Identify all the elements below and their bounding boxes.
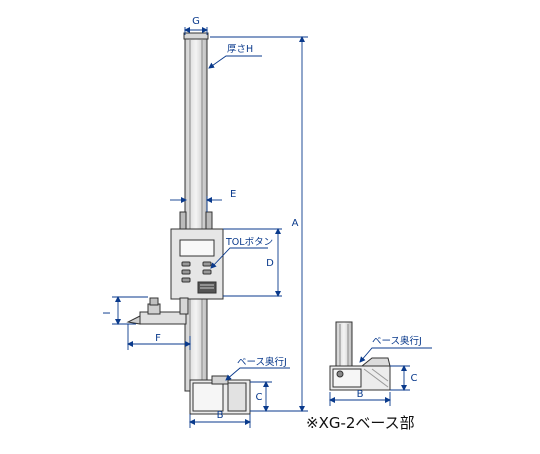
xg2-base-detail	[329, 321, 391, 391]
main-dimensions	[112, 27, 308, 428]
label-d: D	[266, 258, 274, 269]
scriber-arm	[139, 311, 187, 325]
button	[181, 261, 191, 267]
label-g: G	[192, 16, 200, 27]
label-a: A	[292, 218, 299, 229]
label-e: E	[230, 189, 236, 200]
label-c-detail: C	[411, 373, 418, 384]
beam-top-cap	[183, 32, 209, 40]
label-tol-button: TOLボタン	[225, 237, 273, 248]
vertical-beam	[184, 36, 208, 392]
detail-dimensions	[329, 347, 432, 406]
xg2-base-note: ※XG-2ベース部	[306, 414, 415, 432]
label-thickness-h: 厚さH	[227, 44, 253, 55]
slider-clamp	[179, 211, 187, 231]
label-i: I	[102, 312, 113, 315]
main-gauge	[126, 32, 251, 415]
label-b-main: B	[217, 410, 224, 421]
label-b-detail: B	[357, 389, 364, 400]
label-f: F	[155, 333, 161, 344]
label-base-depth-j-main: ベース奥行J	[237, 356, 287, 368]
detail-beam	[335, 321, 353, 369]
lcd-display	[179, 239, 215, 257]
detail-screw	[336, 370, 344, 378]
scriber-tip	[126, 315, 141, 325]
label-c-main: C	[256, 392, 263, 403]
label-base-depth-j-detail: ベース奥行J	[372, 335, 422, 347]
